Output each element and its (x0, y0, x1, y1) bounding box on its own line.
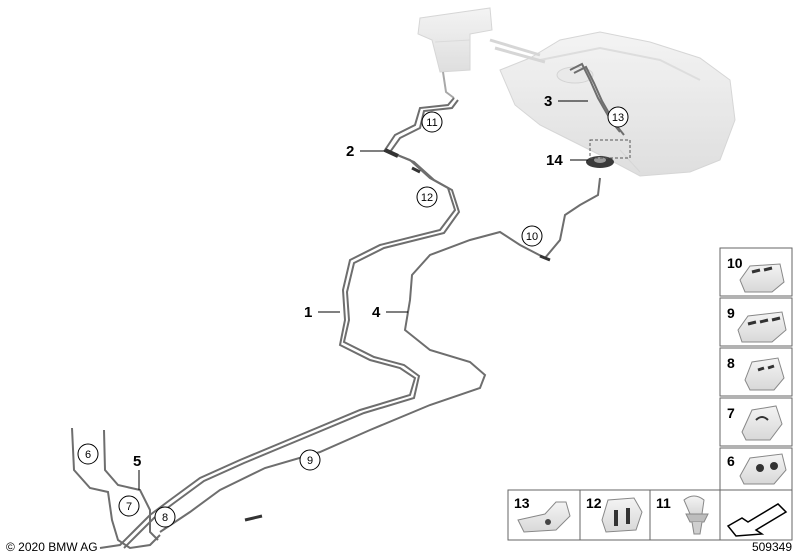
svg-text:10: 10 (727, 255, 743, 271)
legend-box-10: 10 (719, 247, 793, 297)
clip-10-icon (739, 263, 785, 293)
legend-box-6: 6 (719, 447, 793, 491)
callout-label-4: 4 (372, 304, 381, 321)
legend-bottom: 13 12 11 (507, 489, 793, 541)
direction-arrow-icon (726, 503, 788, 537)
callout-4: 4 (372, 304, 408, 321)
callout-5: 5 (133, 453, 141, 490)
svg-text:9: 9 (727, 305, 735, 321)
legend-clips: 10 9 8 7 (719, 247, 793, 491)
clip-8-icon (744, 357, 785, 391)
copyright-text: © 2020 BMW AG (6, 540, 98, 554)
callout-1: 1 (304, 304, 340, 321)
svg-text:8: 8 (727, 355, 735, 371)
svg-text:12: 12 (421, 192, 433, 204)
fuel-line-6 (103, 429, 159, 541)
svg-text:13: 13 (514, 495, 530, 511)
svg-text:6: 6 (727, 453, 735, 469)
clip-12-icon (601, 497, 643, 533)
callout-2: 2 (346, 143, 385, 160)
svg-text:13: 13 (612, 112, 624, 124)
svg-text:12: 12 (586, 495, 602, 511)
callout-3: 3 (544, 93, 588, 110)
fuel-line-1 (99, 97, 457, 549)
legend-box-9: 9 (719, 297, 793, 347)
clip-7-icon (741, 405, 783, 441)
legend-box-13: 13 (514, 495, 571, 533)
fuel-line-5 (71, 427, 161, 550)
fuel-tank (489, 31, 736, 177)
clip-9-icon (737, 311, 787, 343)
legend-box-arrow (726, 503, 788, 537)
clip-13-icon (517, 501, 571, 533)
circled-callout-6: 6 (77, 443, 99, 465)
legend-box-7: 7 (719, 397, 793, 447)
clip-6-icon (739, 453, 787, 485)
callout-label-1: 1 (304, 304, 312, 321)
circled-callout-10: 10 (521, 225, 543, 247)
grommet-14 (586, 139, 631, 168)
callout-label-14: 14 (546, 152, 563, 169)
circled-callout-7: 7 (118, 495, 140, 517)
svg-text:10: 10 (526, 231, 538, 243)
svg-text:11: 11 (656, 495, 671, 511)
callout-label-5: 5 (133, 453, 141, 470)
svg-text:7: 7 (727, 405, 735, 421)
callout-label-3: 3 (544, 93, 552, 110)
clip-11-icon (683, 495, 709, 535)
legend-box-8: 8 (719, 347, 793, 397)
svg-text:11: 11 (426, 117, 437, 129)
svg-text:7: 7 (126, 501, 132, 513)
legend-box-12: 12 (586, 495, 643, 533)
svg-text:9: 9 (307, 455, 313, 467)
circled-callout-13: 13 (607, 106, 629, 128)
circled-callout-8: 8 (154, 506, 176, 528)
carbon-canister (417, 7, 493, 99)
callout-14: 14 (546, 152, 588, 169)
circled-callout-12: 12 (416, 186, 438, 208)
svg-text:8: 8 (162, 512, 168, 524)
svg-text:6: 6 (85, 449, 91, 461)
legend-box-11: 11 (656, 495, 709, 535)
circled-callout-11: 11 (421, 111, 443, 133)
diagram-number: 509349 (751, 540, 792, 554)
circled-callout-9: 9 (299, 449, 321, 471)
fuel-lines (71, 97, 601, 550)
callout-label-2: 2 (346, 143, 354, 160)
